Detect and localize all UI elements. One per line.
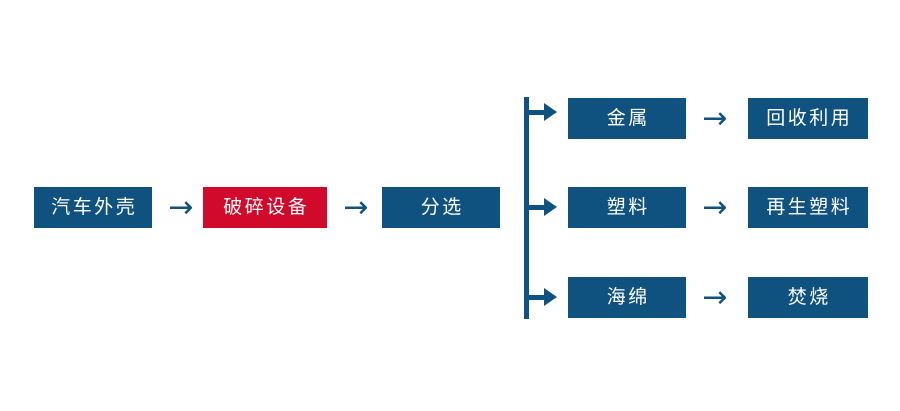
- node-destination-incineration[interactable]: 焚烧: [748, 277, 868, 318]
- node-sorting[interactable]: 分选: [382, 187, 500, 228]
- branch-connector-1: [524, 110, 546, 115]
- arrow-right-icon-1: →: [168, 190, 194, 225]
- branch-connector-2: [524, 205, 546, 210]
- arrow-right-icon-2: →: [343, 190, 369, 225]
- node-material-sponge[interactable]: 海绵: [568, 277, 686, 318]
- branch-arrowhead-2-icon: [544, 198, 557, 216]
- node-car-shell[interactable]: 汽车外壳: [34, 187, 152, 228]
- arrow-right-icon-4: →: [702, 190, 728, 225]
- branch-arrowhead-3-icon: [544, 288, 557, 306]
- arrow-right-icon-5: →: [702, 280, 728, 315]
- node-crushing-equipment[interactable]: 破碎设备: [203, 187, 327, 228]
- arrow-right-icon-3: →: [702, 101, 728, 136]
- branch-connector-3: [524, 295, 546, 300]
- node-material-plastic[interactable]: 塑料: [568, 187, 686, 228]
- branch-arrowhead-1-icon: [544, 103, 557, 121]
- node-material-metal[interactable]: 金属: [568, 98, 686, 139]
- node-destination-recycle[interactable]: 回收利用: [748, 98, 868, 139]
- node-destination-recycled-plastic[interactable]: 再生塑料: [748, 187, 868, 228]
